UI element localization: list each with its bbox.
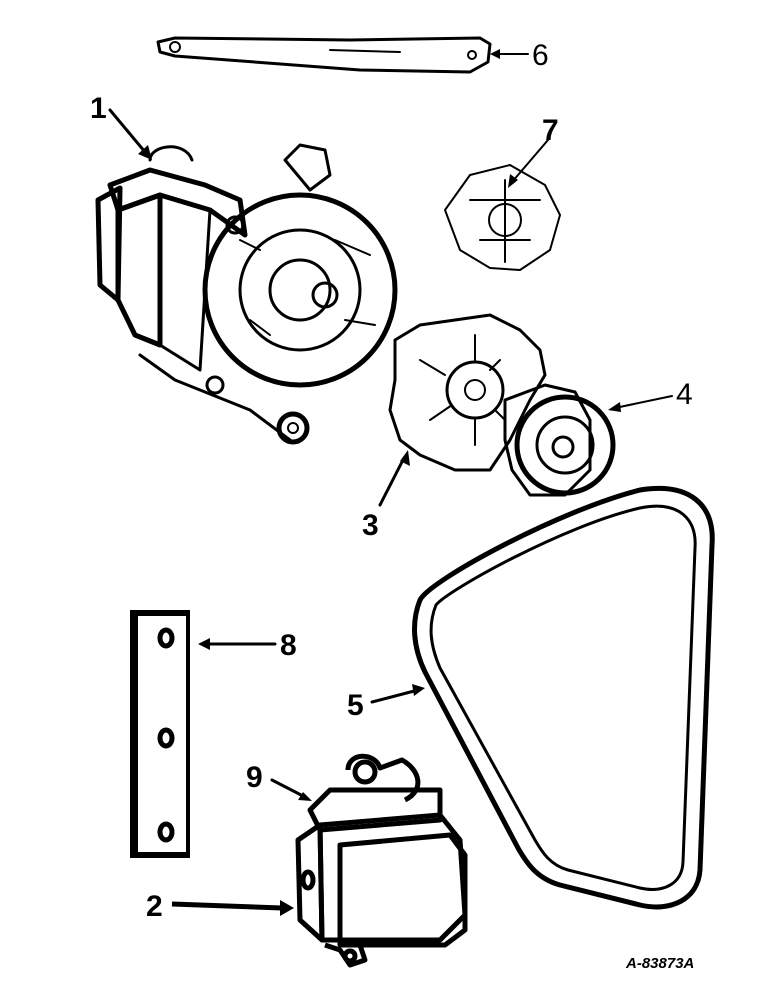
spacer-plate-part xyxy=(130,610,190,858)
callout-1-leader xyxy=(108,108,152,160)
callout-5-leader xyxy=(370,684,425,704)
voltage-regulator-part xyxy=(295,753,468,968)
callout-7: 7 xyxy=(542,114,559,147)
callout-5: 5 xyxy=(347,689,364,722)
callout-3-leader xyxy=(378,450,410,507)
callout-8-leader xyxy=(198,638,277,650)
adjusting-brace-part xyxy=(156,36,492,74)
callout-6-leader xyxy=(490,49,529,59)
callout-9: 9 xyxy=(246,761,263,794)
callout-9-leader xyxy=(270,778,312,801)
alternator-part xyxy=(95,143,398,445)
fan-pulley-part xyxy=(388,313,547,472)
callout-8: 8 xyxy=(280,629,297,662)
callout-2-leader xyxy=(171,900,294,916)
fan-belt-part xyxy=(412,486,715,910)
callout-4: 4 xyxy=(676,378,693,411)
callout-1: 1 xyxy=(90,92,107,125)
callout-3: 3 xyxy=(362,509,379,542)
callout-7-leader xyxy=(508,139,549,188)
reference-code: A-83873A xyxy=(625,955,694,972)
idler-pulley-part xyxy=(503,383,616,497)
callout-4-leader xyxy=(608,395,673,412)
fan-part xyxy=(444,164,561,271)
callout-2: 2 xyxy=(146,890,163,923)
callout-6: 6 xyxy=(532,39,549,72)
